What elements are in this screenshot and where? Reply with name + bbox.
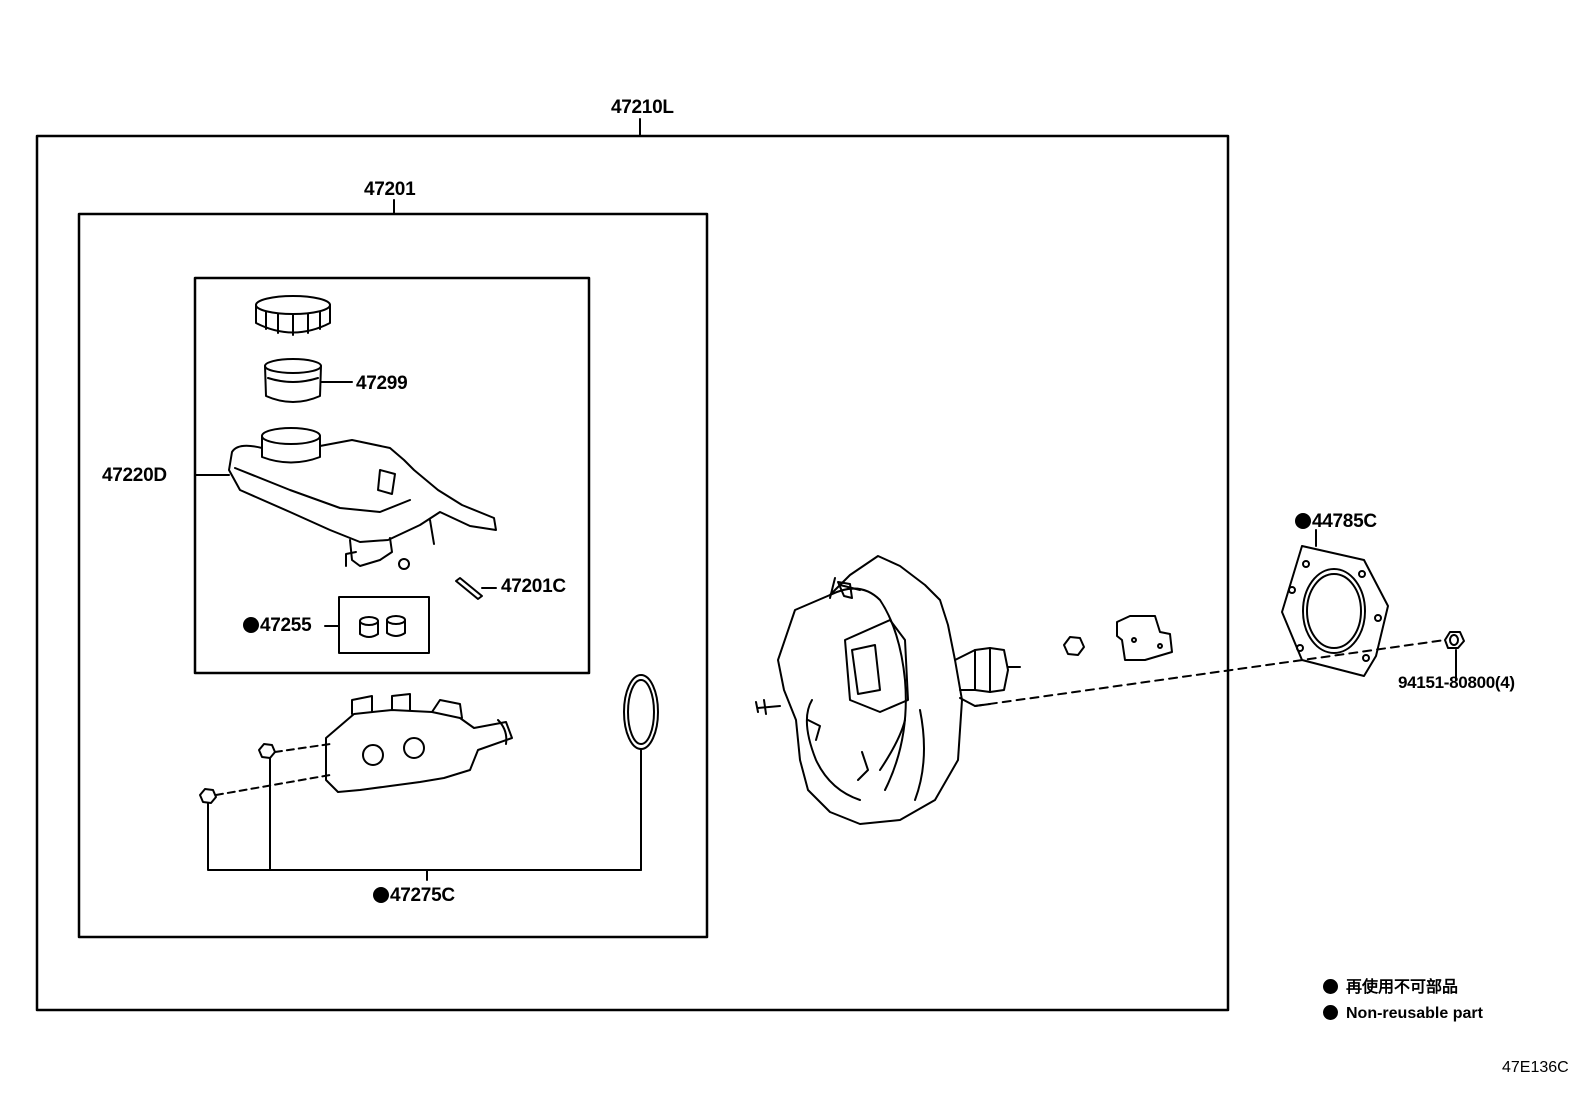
label-47275C: 47275C: [373, 886, 455, 905]
booster-bracket-drawing: [1063, 615, 1173, 661]
booster-axis-dashed: [974, 639, 1446, 707]
grommet-frame: [338, 596, 430, 654]
non-reusable-marker: [243, 617, 259, 633]
label-94151-80800: 94151-80800(4): [1398, 673, 1515, 692]
reservoir-cap-drawing: [255, 295, 331, 336]
assembly-frame: [35, 134, 1230, 1012]
dashed-axis: [215, 743, 331, 796]
grommet-drawing: [324, 615, 406, 638]
non-reusable-marker: [1295, 513, 1311, 529]
label-47201: 47201: [364, 179, 416, 200]
label-47255: 47255: [243, 615, 312, 636]
label-44785C: 44785C: [1295, 512, 1377, 531]
strainer-drawing: [264, 358, 353, 403]
reservoir-tank-drawing: [194, 427, 497, 570]
label-47201C: 47201C: [501, 576, 566, 597]
brake-booster-drawing: [755, 555, 1021, 825]
label-47275C-text: 47275C: [390, 885, 455, 906]
drawing-id: 47E136C: [1502, 1059, 1569, 1076]
label-47255-text: 47255: [260, 615, 312, 636]
cylinder-nut-drawing: [199, 743, 276, 804]
non-reusable-marker: [373, 887, 389, 903]
master-cylinder-body-drawing: [325, 693, 513, 793]
label-44785C-text: 44785C: [1312, 511, 1377, 532]
mounting-nut-drawing: [1444, 631, 1465, 681]
seal-kit-leader: [207, 757, 642, 881]
o-ring-drawing: [623, 674, 659, 871]
legend-japanese: 再使用不可部品: [1323, 979, 1458, 996]
pin-drawing: [455, 577, 497, 600]
legend-en-text: Non-reusable part: [1346, 1005, 1483, 1022]
legend-dot: [1323, 1005, 1338, 1020]
legend-ja-text: 再使用不可部品: [1346, 979, 1459, 996]
label-47299: 47299: [356, 373, 408, 394]
master-cylinder-frame: [77, 212, 709, 939]
label-47220D: 47220D: [102, 465, 167, 486]
legend-dot: [1323, 979, 1338, 994]
gasket-drawing: [1281, 529, 1389, 677]
legend-english: Non-reusable part: [1323, 1005, 1483, 1022]
label-47210L: 47210L: [611, 97, 674, 118]
